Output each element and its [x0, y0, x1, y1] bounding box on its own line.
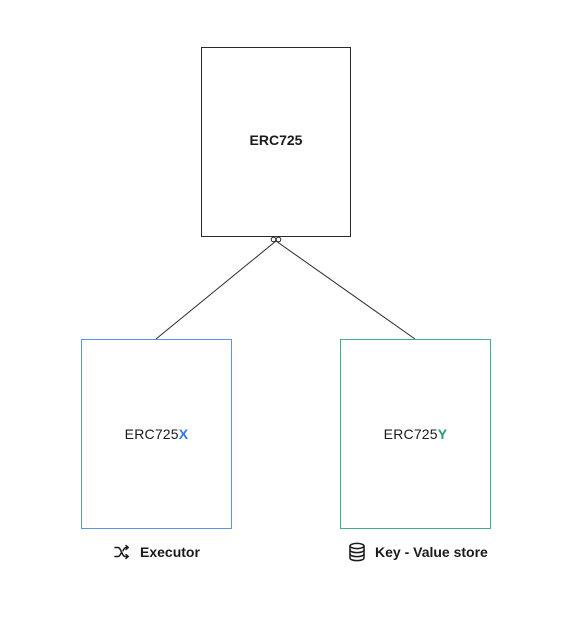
connector-junction-right: [275, 236, 282, 243]
erc725x-label: ERC725X: [125, 426, 189, 442]
erc725y-suffix: Y: [437, 426, 448, 442]
erc725x-suffix: X: [178, 426, 189, 442]
executor-caption-label: Executor: [140, 544, 200, 560]
connector-line-y: [275, 240, 416, 340]
database-icon: [347, 542, 367, 562]
connector-junction-left: [270, 236, 277, 243]
erc725-parent-label: ERC725: [249, 132, 303, 148]
connector-line-x: [155, 240, 277, 340]
key-value-store-caption-label: Key - Value store: [375, 544, 488, 560]
key-value-store-caption: Key - Value store: [347, 542, 488, 562]
erc725-parent-box: ERC725: [201, 47, 351, 237]
erc725x-box: ERC725X: [81, 339, 232, 529]
executor-caption: Executor: [112, 542, 200, 562]
erc725y-prefix: ERC725: [383, 426, 438, 442]
erc725y-box: ERC725Y: [340, 339, 491, 529]
erc725y-label: ERC725Y: [384, 426, 448, 442]
erc725x-prefix: ERC725: [124, 426, 179, 442]
shuffle-icon: [112, 542, 132, 562]
